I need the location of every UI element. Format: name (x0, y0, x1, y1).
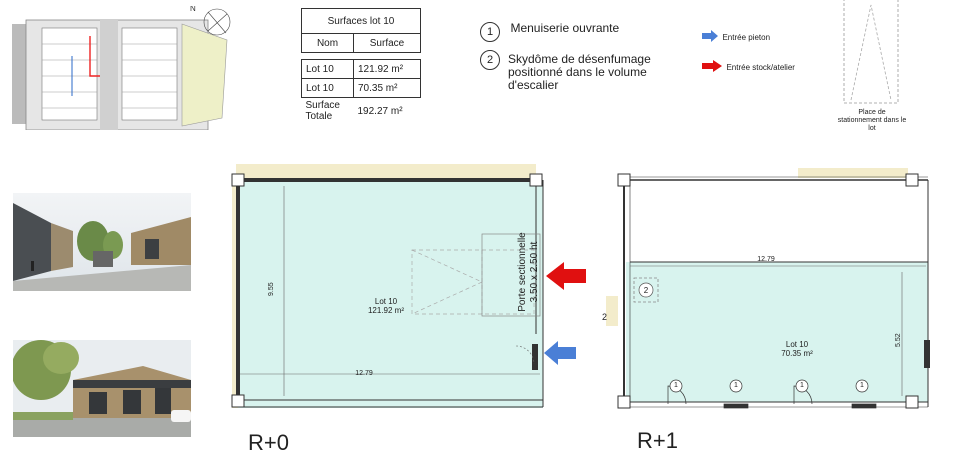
legend-item-2: 2 (480, 50, 500, 70)
legend-stock: Entrée stock/atelier (702, 57, 795, 75)
surfaces-table: Surfaces lot 10 Nom Surface Lot 10 121.9… (301, 8, 421, 124)
window-marker: 1 (674, 382, 678, 389)
rendering-photo-2 (13, 340, 191, 437)
r1-title: R+1 (637, 428, 678, 453)
legend-item-1: 1 Menuiserie ouvrante (480, 22, 619, 42)
red-arrow-icon (702, 59, 722, 72)
r1-area-label: 70.35 m² (781, 349, 813, 358)
legend-pieton-text: Entrée pieton (722, 33, 771, 42)
legend-stock-text: Entrée stock/atelier (726, 63, 795, 72)
table-title: Surfaces lot 10 (301, 8, 421, 34)
row-surface: 70.35 m² (353, 78, 421, 98)
stock-entrance-arrow-icon (546, 262, 586, 290)
legend-pieton: Entrée pieton (702, 27, 770, 45)
r0-height-dim: 9.55 (268, 282, 275, 296)
skydome-marker: 2 (643, 286, 649, 295)
row-name: Lot 10 (301, 59, 354, 79)
row-name: Lot 10 (301, 78, 354, 98)
total-label: Surface Totale (305, 100, 340, 122)
row-surface: 121.92 m² (353, 59, 421, 79)
r0-area-label: 121.92 m² (367, 306, 405, 315)
legend-text-1: Menuiserie ouvrante (510, 21, 620, 35)
total-value: 192.27 m² (357, 105, 403, 117)
blue-arrow-icon (702, 29, 718, 42)
r0-lot-label: Lot 10 (374, 297, 398, 306)
r1-lot-label: Lot 10 (785, 340, 809, 349)
skydome-side-marker: 2 (602, 312, 608, 322)
window-marker: 1 (734, 382, 738, 389)
window-marker: 1 (800, 382, 804, 389)
legend-number-2: 2 (480, 50, 500, 70)
legend-number-1: 1 (480, 22, 500, 42)
pedestrian-entrance-arrow-icon (544, 341, 576, 365)
r1-height-dim: 5.52 (895, 333, 902, 347)
rendering-photo-1 (13, 193, 191, 291)
plan-r1 (606, 164, 936, 414)
parking-caption: Place de stationnement dans le lot (837, 109, 907, 132)
column-header-nom: Nom (301, 33, 354, 53)
svg-text:N: N (190, 6, 196, 13)
sectional-door-label: Porte sectionnelle 3.50 x 2.50 ht (517, 232, 540, 312)
legend-text-2: Skydôme de désenfumage positionné dans l… (508, 52, 651, 92)
table-row: Lot 10 121.92 m² (301, 59, 421, 79)
r0-width-dim: 12.79 (355, 370, 373, 377)
r0-title: R+0 (248, 430, 289, 455)
r1-width-dim: 12.79 (757, 256, 775, 263)
parking-slot (843, 0, 899, 104)
plan-r0 (226, 164, 556, 414)
column-header-surface: Surface (353, 33, 421, 53)
window-marker: 1 (860, 382, 864, 389)
site-plan: N (12, 4, 244, 131)
table-row: Lot 10 70.35 m² (301, 78, 421, 98)
